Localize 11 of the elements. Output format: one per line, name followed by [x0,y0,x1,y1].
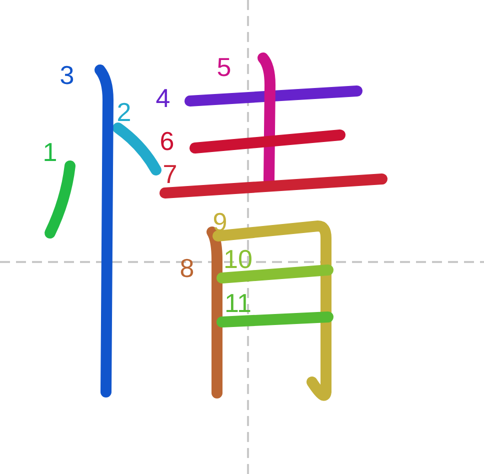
stroke-number: 6 [160,128,174,154]
stroke-number: 4 [156,85,170,111]
stroke-number: 11 [224,290,252,316]
stroke-number: 9 [212,209,228,235]
stroke-number: 8 [180,255,194,281]
stroke-number: 7 [162,161,178,187]
stroke-number: 2 [116,99,132,125]
stroke-number: 10 [224,246,252,272]
stroke-number: 3 [60,62,74,88]
stroke-number: 1 [42,139,58,165]
stroke-number: 5 [216,54,232,80]
